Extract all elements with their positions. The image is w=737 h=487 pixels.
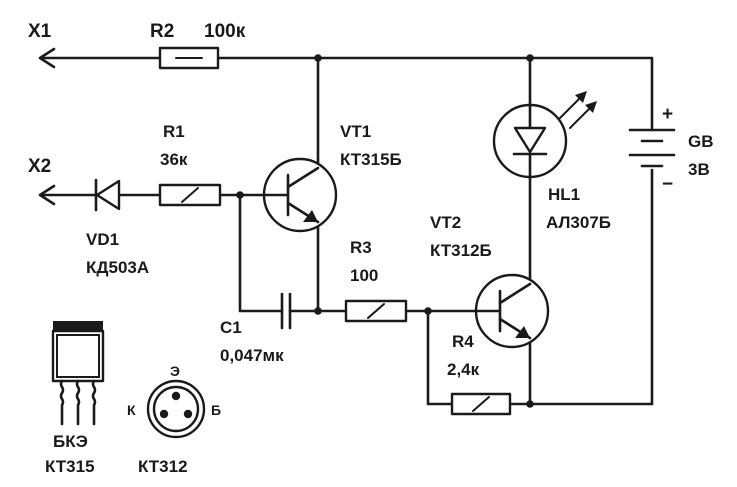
junction-dot [314,307,322,315]
resistor-r1: R1 36к [158,122,222,207]
junction-dot [526,54,534,62]
resistor-r2-ref: R2 [150,21,174,42]
vt2-collector-lead [498,282,532,305]
resistor-r4-ref: R4 [452,332,474,351]
resistor-mark [472,396,490,412]
led-hl1-type: АЛ307Б [546,213,611,232]
kt312-pin-k [159,409,169,419]
resistor-r3-value: 100 [350,266,378,285]
kt315-case [51,329,105,383]
junctions [236,54,534,408]
resistor-r2: R2 100к [150,21,246,70]
transistor-vt1-type: КТ315Б [340,150,402,169]
transistor-vt2-type: КТ312Б [430,241,492,260]
resistor-mark [367,303,385,319]
diode-vd1-ref: VD1 [86,230,119,249]
kt312-label-e: Э [170,363,180,379]
capacitor-c1-ref: C1 [220,318,242,337]
kt312-name: КТ312 [138,457,188,476]
light-rays-icon [559,91,597,129]
terminal-x1-label: X1 [28,21,52,42]
transistor-vt1: VT1 КТ315Б [262,122,402,233]
pinout-kt315: БКЭ КТ315 [45,321,105,476]
resistor-r1-ref: R1 [163,122,185,141]
arrow-left-icon [38,184,56,206]
capacitor-c1-value: 0,047мк [220,346,284,365]
terminal-x1: X1 [28,21,56,69]
battery-minus-sign: − [662,174,673,195]
resistor-mark [181,187,199,203]
junction-dot [526,400,534,408]
wires [40,56,654,406]
kt312-case-inner [152,385,200,433]
junction-dot [314,54,322,62]
junction-dot [424,307,432,315]
kt312-pin-b [183,409,193,419]
arrow-left-icon [38,47,56,69]
terminal-x2-label: X2 [28,156,51,177]
kt315-case-edge [56,334,100,378]
led-hl1: HL1 АЛ307Б [492,91,611,232]
emitter-arrow-icon [303,210,318,222]
wire-r4-left [426,309,454,406]
kt312-pin-e [171,391,181,401]
transistor-vt1-ref: VT1 [340,122,371,141]
capacitor-c1: C1 0,047мк [220,292,292,365]
wire-top-rail [40,56,654,130]
diode-vd1: VD1 КД503А [86,178,149,277]
battery-plus-sign: + [662,104,673,125]
kt315-pins [59,379,97,426]
resistor-r4: R4 2,4к [447,332,512,416]
terminal-x2: X2 [28,156,56,206]
junction-dot [236,191,244,199]
resistor-r3: R3 100 [344,238,408,323]
led-hl1-ref: HL1 [548,185,580,204]
diode-vd1-type: КД503А [86,258,149,277]
kt315-tab [53,321,103,331]
battery-gb-ref: GB [688,132,714,151]
transistor-vt2: VT2 КТ312Б [430,213,550,349]
vt1-collector-lead [286,166,320,189]
emitter-arrow-icon [515,326,530,338]
diode-triangle-icon [95,179,121,211]
resistor-r1-value: 36к [160,150,188,169]
wire-base-c1 [238,193,284,313]
resistor-r3-ref: R3 [350,238,372,257]
resistor-r4-value: 2,4к [447,360,480,379]
kt312-label-k: К [127,402,136,418]
kt312-label-b: Б [211,402,221,418]
kt315-pin-labels: БКЭ [53,432,88,451]
resistor-r2-value: 100к [204,21,246,42]
battery-gb: + − GB 3В [628,104,714,195]
battery-gb-voltage: 3В [688,160,710,179]
transistor-vt2-ref: VT2 [430,213,461,232]
kt315-name: КТ315 [45,457,95,476]
pinout-kt312: Э К Б КТ312 [127,363,221,476]
